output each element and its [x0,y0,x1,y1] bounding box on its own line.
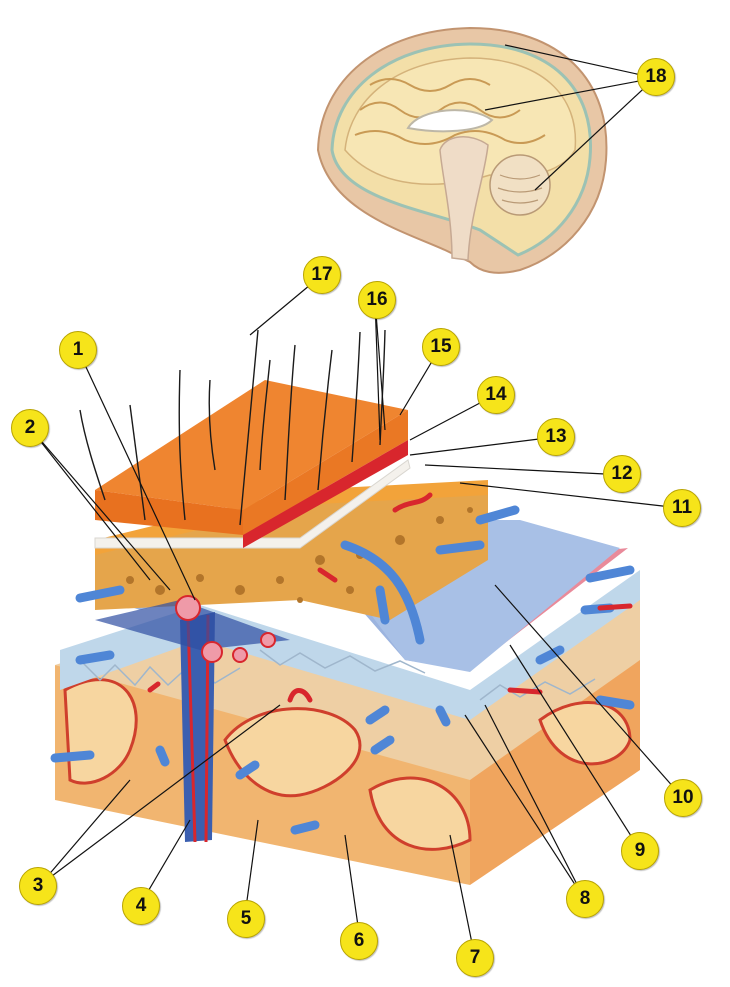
callout-2: 2 [11,409,49,447]
callout-16: 16 [358,281,396,319]
scalp-top [95,380,408,510]
scalp-side [243,410,408,535]
callout-8: 8 [566,880,604,918]
callout-9: 9 [621,832,659,870]
callout-11: 11 [663,489,701,527]
callout-17: 17 [303,256,341,294]
callout-14: 14 [477,376,515,414]
callout-12: 12 [603,455,641,493]
skull-diploe [95,495,488,620]
veins [50,505,635,835]
tissue-block [50,329,640,885]
arachnoid-granulations [175,595,276,663]
callout-1: 1 [59,331,97,369]
callout-15: 15 [422,328,460,366]
scalp-front [95,490,243,535]
dermis [243,440,408,548]
gray-matter-folds [63,678,632,851]
callout-6: 6 [340,922,378,960]
leader-lines [29,44,684,959]
subarachnoid-space [60,570,640,720]
brain-sagittal-inset [316,26,608,274]
callout-4: 4 [122,887,160,925]
callout-13: 13 [537,418,575,456]
callout-3: 3 [19,867,57,905]
callout-10: 10 [664,779,702,817]
callout-7: 7 [456,939,494,977]
hairs [79,329,386,526]
arteries [147,492,633,703]
callout-18: 18 [637,58,675,96]
callout-5: 5 [227,900,265,938]
